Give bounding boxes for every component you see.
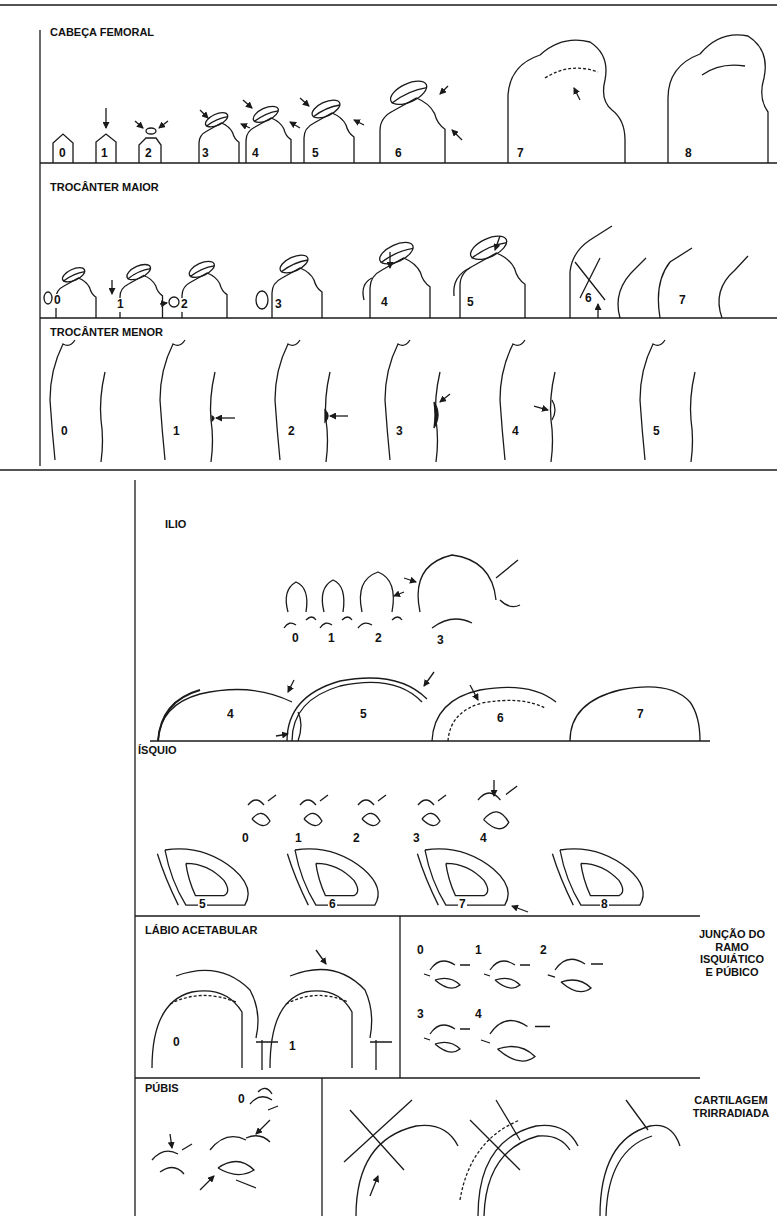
stage-number: 1 [288,1040,297,1054]
frame-lines [0,5,777,1216]
stage-number: 1 [172,425,181,439]
stage-number: 1 [100,147,109,161]
stage-number: 3 [395,425,404,439]
stage-number: 7 [678,294,687,308]
acetabular-labrum-stages [152,950,392,1070]
greater-trochanter-stages [44,226,748,318]
section-title: ÍSQUIO [138,744,177,757]
stage-number: 7 [636,708,645,722]
stage-number: 5 [466,296,475,310]
stage-number: 8 [600,898,609,912]
stage-number: 6 [496,712,505,726]
stage-number: 3 [274,298,283,312]
stage-number: 0 [291,632,300,646]
stage-number: 4 [511,425,520,439]
stage-number: 0 [58,147,67,161]
stage-number: 1 [327,632,336,646]
stage-number: 3 [201,147,210,161]
stage-number: 2 [539,944,548,958]
stage-number: 8 [684,147,693,161]
stage-number: 6 [394,147,403,161]
section-title: LÁBIO ACETABULAR [145,924,257,937]
section-title: CARTILAGEM TRIRRADIADA [690,1094,772,1119]
stage-number: 3 [412,832,421,846]
stage-number: 5 [198,898,207,912]
lesser-trochanter-stages [50,340,695,462]
stage-number: 6 [584,292,593,306]
stage-number: 7 [516,147,525,161]
stage-number: 2 [287,425,296,439]
section-title: ILIO [165,518,186,531]
stage-number: 4 [226,708,235,722]
stage-number: 4 [251,147,260,161]
ilium-stages [158,555,700,741]
stage-number: 5 [359,708,368,722]
stage-number: 2 [352,832,361,846]
ischiopubic-junction-stages [424,959,603,1061]
stage-number: 0 [60,425,69,439]
stage-number: 0 [416,944,425,958]
section-title: TROCÂNTER MENOR [50,326,163,339]
ischium-stages [157,780,643,912]
stage-number: 6 [328,898,337,912]
femoral-head-stages [53,35,768,163]
stage-number: 3 [416,1008,425,1022]
stage-number: 4 [474,1008,483,1022]
stage-number: 3 [436,634,445,648]
stage-number: 2 [180,298,189,312]
section-title: PÚBIS [145,1082,179,1095]
stage-number: 7 [458,898,467,912]
stage-number: 0 [241,832,250,846]
section-title: JUNÇÃO DO RAMO ISQUIÁTICO E PÚBICO [696,928,768,979]
stage-number: 4 [479,832,488,846]
stage-number: 0 [53,294,62,308]
section-title: TROCÂNTER MAIOR [50,181,159,194]
stage-number: 5 [311,147,320,161]
stage-number: 2 [144,147,153,161]
stage-number: 5 [652,425,661,439]
stage-number: 4 [380,296,389,310]
stage-number: 1 [474,944,483,958]
stage-number: 1 [294,832,303,846]
stage-number: 2 [374,632,383,646]
stage-number: 1 [116,298,125,312]
stage-number: 0 [172,1036,181,1050]
triradiate-cartilage-stages [344,1100,680,1216]
stage-number: 0 [237,1093,246,1107]
pubis-stages [152,1088,278,1190]
section-title: CABEÇA FEMORAL [50,26,154,39]
